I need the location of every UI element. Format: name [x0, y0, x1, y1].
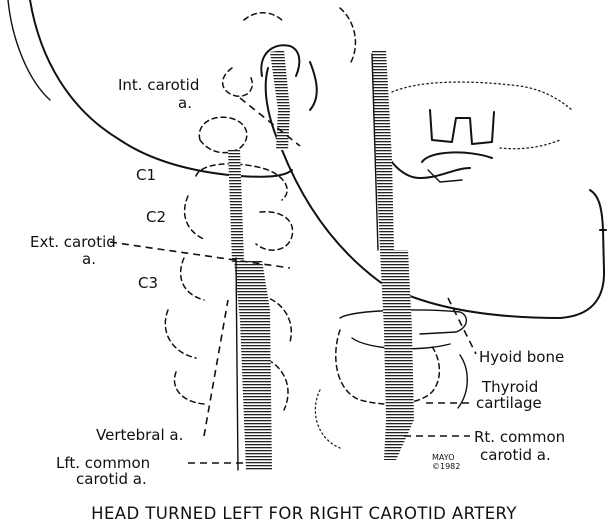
label-ext-carotid-line1: Ext. carotid — [30, 233, 116, 251]
label-int-carotid-line1: Int. carotid — [118, 76, 199, 94]
label-lft-common-carotid-line2: carotid a. — [76, 470, 147, 488]
right-carotid-vessel — [372, 50, 414, 460]
label-int-carotid-line2: a. — [178, 94, 192, 112]
label-vertebral: Vertebral a. — [96, 426, 183, 444]
label-hyoid-bone: Hyoid bone — [479, 348, 564, 366]
mayo-stamp-line2: ©1982 — [432, 462, 460, 471]
label-ext-carotid-line2: a. — [82, 250, 96, 268]
label-rt-common-carotid-line2: carotid a. — [480, 446, 551, 464]
label-leader-lines — [110, 98, 476, 463]
label-c2: C2 — [146, 208, 166, 226]
figure-caption: HEAD TURNED LEFT FOR RIGHT CAROTID ARTER… — [91, 504, 517, 523]
mayo-stamp-line1: MAYO — [432, 453, 455, 462]
label-c1: C1 — [136, 166, 156, 184]
mandible-outline — [266, 62, 606, 318]
teeth-outline — [392, 82, 572, 182]
label-rt-common-carotid-line1: Rt. common — [474, 428, 565, 446]
label-c3: C3 — [138, 274, 158, 292]
label-thyroid-cartilage-line2: cartilage — [476, 394, 542, 412]
